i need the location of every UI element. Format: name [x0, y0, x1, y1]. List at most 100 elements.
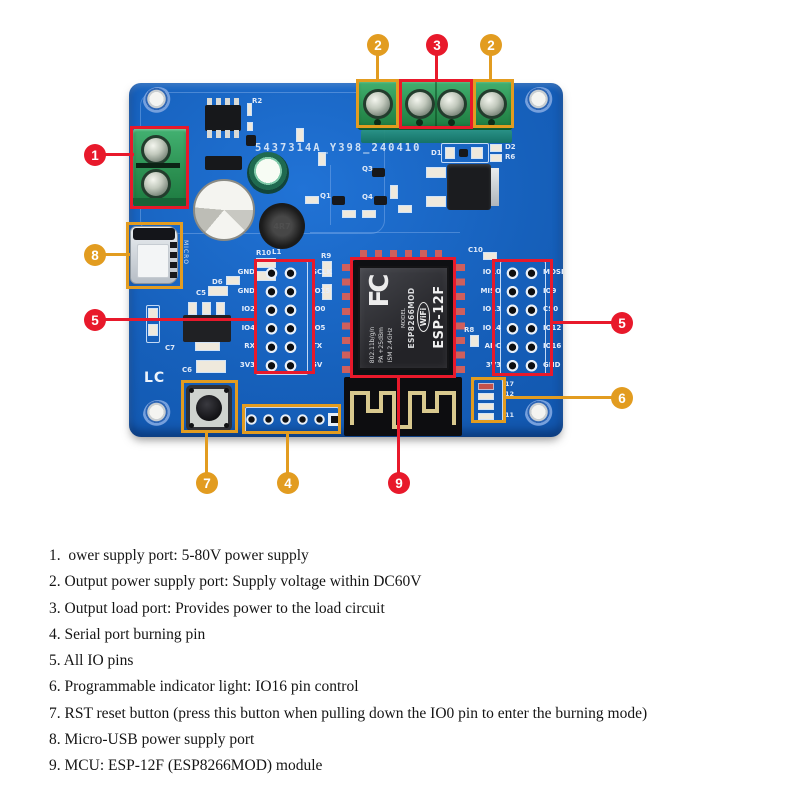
electrolytic-capacitor	[193, 179, 255, 241]
usb-tongue	[137, 244, 169, 278]
header-hole	[280, 414, 291, 425]
module-pads	[454, 264, 465, 376]
pin-label: IO13	[482, 305, 501, 313]
usb-contact	[170, 272, 177, 278]
button-pin	[189, 423, 194, 428]
callout-marker-6: 6	[611, 387, 633, 409]
smd-component	[196, 360, 226, 373]
left-io-header	[262, 264, 300, 375]
smd-component	[362, 210, 376, 218]
esp12f-shield	[358, 266, 449, 370]
pin-label: 3V3	[239, 361, 255, 369]
callout-marker-3: 3	[426, 34, 448, 56]
button-pin	[224, 423, 229, 428]
ref-label: Q1	[320, 192, 331, 200]
ref-label: R9	[321, 252, 332, 260]
leader-line-6	[504, 396, 613, 399]
ref-label: D1	[431, 149, 442, 157]
leader-line-5-right	[550, 321, 613, 324]
soic8-ic	[205, 105, 241, 131]
header-hole	[246, 414, 257, 425]
legend-item: 8. Micro-USB power supply port	[49, 731, 255, 749]
mounting-hole	[143, 400, 173, 430]
ref-label: C10	[468, 246, 483, 254]
diode-pad	[445, 147, 455, 159]
ic-pins	[207, 130, 239, 138]
legend-item: 4. Serial port burning pin	[49, 625, 206, 643]
ref-label: Q4	[362, 193, 373, 201]
mounting-hole	[143, 87, 173, 117]
pin-label: IO10	[482, 268, 501, 276]
smd-component	[208, 286, 228, 296]
terminal-screw	[477, 89, 507, 119]
terminal-divider	[136, 163, 180, 168]
usb-contact	[170, 262, 177, 268]
ref-label: 12	[505, 390, 515, 398]
ref-label: Q3	[362, 165, 373, 173]
highlight-box-3	[399, 79, 473, 129]
smd-transistor	[332, 196, 345, 205]
wire-hole	[448, 119, 455, 126]
power-inductor: 4R7	[259, 203, 305, 249]
smd-component	[296, 128, 304, 142]
highlight-box-1	[130, 126, 189, 209]
board-id-silkscreen: 5437314A_Y398_240410	[255, 142, 422, 154]
pcb-antenna	[344, 377, 462, 436]
leader-line-4	[286, 431, 289, 474]
callout-marker-5-left: 5	[84, 309, 106, 331]
smd-transistor	[374, 196, 387, 205]
terminal-screw	[363, 89, 393, 119]
smd-component	[318, 152, 326, 166]
smd-component	[322, 284, 332, 300]
legend-item: 5. All IO pins	[49, 652, 134, 670]
usb-silkscreen-label: MICRO	[182, 240, 189, 266]
header-hole	[331, 416, 338, 423]
leader-line-2b	[489, 54, 492, 82]
leader-line-7	[205, 431, 208, 474]
highlight-box-9	[350, 257, 456, 378]
ref-label: R6	[505, 153, 516, 161]
pin-label: GND	[237, 287, 255, 295]
smd-component	[470, 335, 479, 347]
terminal-screw	[141, 169, 171, 199]
ref-label: C5	[196, 289, 207, 297]
leader-line-8	[104, 253, 130, 256]
smd-component	[390, 185, 398, 199]
smd-component	[322, 261, 332, 277]
terminal-divider	[435, 82, 437, 128]
button-pin	[224, 388, 229, 393]
terminal-lip	[133, 198, 187, 207]
smd-component	[247, 103, 252, 116]
button-pin	[189, 388, 194, 393]
brand-logo: LC	[144, 370, 166, 386]
legend-item: 7. RST reset button (press this button w…	[49, 704, 648, 722]
usb-opening	[133, 228, 175, 240]
antenna-trace	[350, 391, 456, 429]
wire-hole	[488, 119, 495, 126]
green-capacitor	[247, 152, 289, 194]
pcb-trace	[310, 232, 460, 233]
regulator-pin	[188, 302, 197, 315]
smd-component	[483, 252, 497, 260]
leader-line-5-left	[104, 318, 256, 321]
pin-label: MOSI	[543, 268, 564, 276]
header-hole	[314, 414, 325, 425]
pin-label: SCLK	[312, 268, 333, 276]
callout-marker-2a: 2	[367, 34, 389, 56]
pin-label: IO9	[543, 287, 557, 295]
legend-item: 3. Output load port: Provides power to t…	[49, 599, 385, 617]
smd-component	[246, 135, 256, 146]
pin-label: IO0	[312, 305, 326, 313]
diode-pad	[471, 147, 483, 159]
mosfet-pin	[426, 196, 446, 207]
regulator-pin	[216, 302, 225, 315]
legend-item: 1. ower supply port: 5-80V power supply	[49, 547, 309, 564]
pin-label: TX	[312, 342, 323, 350]
smd-component	[148, 324, 158, 336]
pin-label: GND	[237, 268, 255, 276]
ref-label: R10	[256, 249, 272, 257]
callout-marker-1: 1	[84, 144, 106, 166]
ref-label: D2	[505, 143, 516, 151]
pin-label: 5V	[312, 361, 323, 369]
smd-component	[478, 413, 494, 420]
